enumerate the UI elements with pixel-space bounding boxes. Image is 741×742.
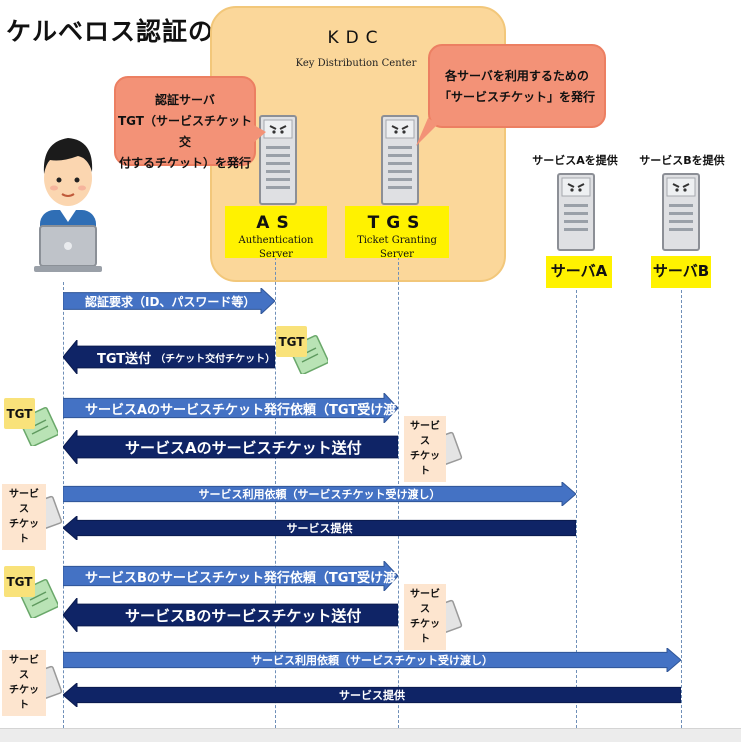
arrow-label-text: サービスAのサービスチケット発行依頼（TGT受け渡し） [85, 402, 423, 418]
arrow-label: サービス提供 [63, 683, 681, 707]
request-arrow: サービス利用依頼（サービスチケット受け渡し） [63, 482, 576, 506]
tgs-callout-line-1: 各サーバを利用するための [445, 69, 589, 83]
service-ticket-label-line-1: サービス [9, 655, 39, 681]
tgt-label-1: TGT [276, 326, 307, 357]
arrow-label: サービスAのサービスチケット送付 [125, 430, 362, 464]
request-arrow: サービス利用依頼（サービスチケット受け渡し） [63, 648, 681, 672]
arrow-shape [63, 648, 681, 672]
tgs-callout: 各サーバを利用するための 「サービスチケット」を発行 [428, 44, 606, 128]
arrow-shape [63, 430, 398, 464]
arrow-label-text: （チケット交付チケット） [155, 353, 276, 365]
tgs-callout-line-2: 「サービスチケット」を発行 [438, 90, 595, 104]
arrow-shape [63, 393, 398, 423]
arrow-shape [63, 683, 681, 707]
arrow-shape [63, 598, 398, 632]
user-icon [34, 138, 102, 272]
server-a-icon [557, 173, 595, 251]
response-arrow: サービスAのサービスチケット送付 [63, 430, 398, 464]
server-a-caption: サービスAを提供 [532, 154, 618, 167]
as-name: AS [256, 213, 296, 233]
tgt-label-2: TGT [4, 398, 35, 429]
lifeline-server-a [576, 290, 577, 728]
as-full-name: Authentication Server [238, 235, 314, 260]
server-b-caption: サービスBを提供 [639, 154, 725, 167]
tgs-full-name: Ticket Granting Server [357, 235, 437, 260]
kdc-title: KDC [327, 28, 385, 48]
request-arrow: サービスAのサービスチケット発行依頼（TGT受け渡し） [63, 393, 422, 423]
service-ticket-label-line-2: チケット [9, 685, 39, 711]
lifeline-server-b [681, 290, 682, 728]
service-ticket-label-line-2: チケット [410, 619, 440, 645]
server-b-icon [662, 173, 700, 251]
arrow-label: 認証要求（ID、パスワード等） [85, 288, 255, 314]
service-ticket-label-4: サービス チケット [2, 650, 46, 716]
service-ticket-label-line-2: チケット [410, 451, 440, 477]
tgs-label: TGS Ticket Granting Server [345, 206, 449, 260]
arrow-shape [63, 482, 576, 506]
arrow-label-text: サービスBのサービスチケット送付 [125, 606, 362, 625]
server-b-label: サーバB [651, 256, 711, 288]
response-arrow: サービス提供 [63, 683, 681, 707]
tgs-callout-tail [416, 118, 438, 146]
arrow-label-text: サービス利用依頼（サービスチケット受け渡し） [198, 488, 441, 501]
service-ticket-label-line-1: サービス [410, 421, 440, 447]
as-callout-line-3: 付するチケット）を発行 [118, 156, 251, 170]
response-arrow: サービス提供 [63, 516, 576, 540]
arrow-label-text: サービス提供 [286, 522, 353, 535]
service-ticket-label-3: サービス チケット [404, 584, 446, 650]
response-arrow: サービスBのサービスチケット送付 [63, 598, 398, 632]
tgt-label-3: TGT [4, 566, 35, 597]
as-server-icon [259, 115, 297, 205]
response-arrow: TGT送付（チケット交付チケット） [63, 340, 275, 374]
arrow-label-text: TGT送付 [97, 351, 152, 367]
as-label: AS Authentication Server [225, 206, 327, 260]
service-ticket-label-line-1: サービス [410, 589, 440, 615]
as-callout-line-1: 認証サーバ [155, 93, 215, 107]
arrow-label: サービスBのサービスチケット送付 [125, 598, 361, 632]
bottom-scrollbar[interactable] [0, 728, 741, 742]
arrow-shape [63, 561, 398, 591]
lifeline-user [63, 282, 64, 728]
as-callout-line-2: TGT（サービスチケット交 [117, 114, 252, 149]
as-callout: 認証サーバ TGT（サービスチケット交 付するチケット）を発行 [114, 76, 256, 170]
arrow-label-text: サービス提供 [339, 689, 405, 702]
arrow-label: サービス提供 [63, 516, 576, 540]
server-a-label: サーバA [546, 256, 612, 288]
arrow-label: TGT送付（チケット交付チケット） [97, 340, 275, 374]
arrow-shape [63, 288, 275, 314]
arrow-label-text: サービス利用依頼（サービスチケット受け渡し） [251, 654, 493, 667]
tgs-name: TGS [367, 213, 427, 233]
arrow-label: サービスBのサービスチケット発行依頼（TGT受け渡し） [85, 561, 422, 591]
arrow-label: サービス利用依頼（サービスチケット受け渡し） [63, 648, 681, 672]
service-ticket-label-1: サービス チケット [404, 416, 446, 482]
arrow-shape [63, 340, 275, 374]
arrow-shape [63, 516, 576, 540]
arrow-label-text: 認証要求（ID、パスワード等） [85, 294, 256, 309]
service-ticket-label-line-2: チケット [9, 519, 39, 545]
request-arrow: サービスBのサービスチケット発行依頼（TGT受け渡し） [63, 561, 422, 591]
request-arrow: 認証要求（ID、パスワード等） [63, 288, 275, 314]
arrow-label-text: サービスAのサービスチケット送付 [125, 438, 362, 457]
arrow-label-text: サービスBのサービスチケット発行依頼（TGT受け渡し） [85, 570, 423, 586]
service-ticket-label-2: サービス チケット [2, 484, 46, 550]
tgs-server-icon [381, 115, 419, 205]
kdc-subtitle: Key Distribution Center [295, 58, 417, 69]
service-ticket-label-line-1: サービス [9, 489, 39, 515]
as-callout-tail [252, 124, 266, 144]
arrow-label: サービス利用依頼（サービスチケット受け渡し） [63, 482, 576, 506]
arrow-label: サービスAのサービスチケット発行依頼（TGT受け渡し） [85, 393, 422, 423]
